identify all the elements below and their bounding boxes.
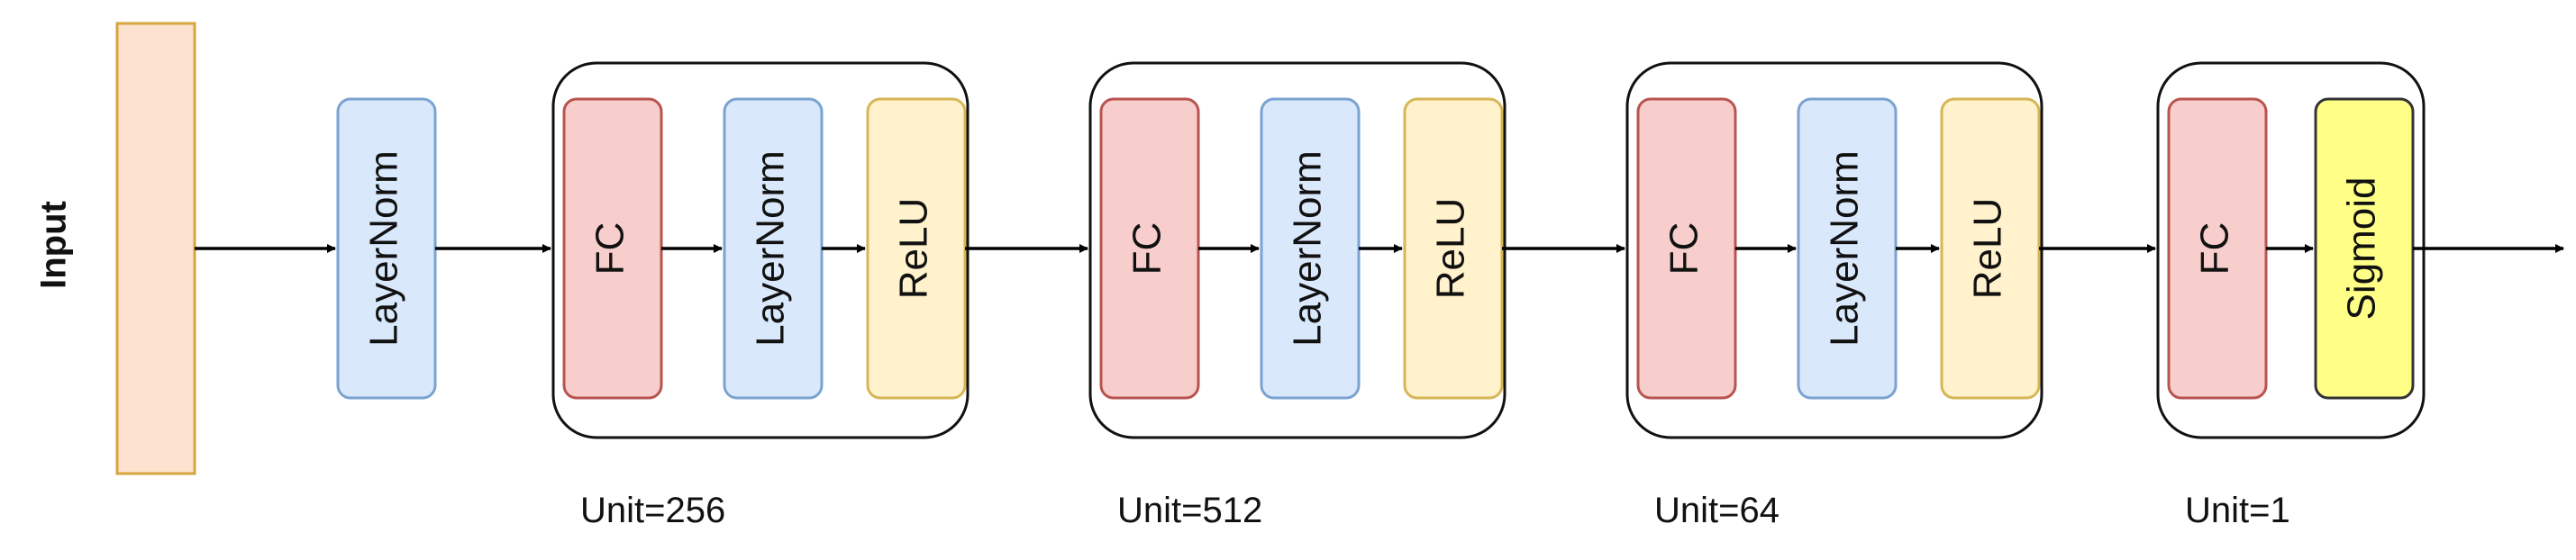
group-3-fc-block: FC: [1636, 97, 1737, 400]
layer-groups: FC LayerNorm ReLU Unit=256 FC LayerNorm ReLU Un…: [551, 61, 2426, 530]
input-block: [115, 22, 196, 475]
group-4-fc-label: FC: [2193, 222, 2237, 275]
group-3-fc-label: FC: [1662, 222, 1707, 275]
group-3-relu-label: ReLU: [1966, 198, 2010, 300]
group-4-sigmoid-block: Sigmoid: [2314, 97, 2415, 400]
group-2-relu-label: ReLU: [1429, 198, 1473, 300]
layer-group-1: FC LayerNorm ReLU Unit=256: [551, 61, 969, 530]
group-2-fc-label: FC: [1125, 222, 1170, 275]
group-4-sigmoid-label: Sigmoid: [2340, 177, 2384, 321]
layer-group-2: FC LayerNorm ReLU Unit=512: [1088, 61, 1506, 530]
group-3-layernorm-label: LayerNorm: [1823, 150, 1867, 347]
group-2-fc-block: FC: [1099, 97, 1200, 400]
group-1-fc-label: FC: [588, 222, 633, 275]
pre-layernorm-label: LayerNorm: [362, 150, 406, 347]
group-1-relu-label: ReLU: [892, 198, 936, 300]
group-3-frame: [1625, 61, 2044, 439]
group-2-frame: [1088, 61, 1506, 439]
group-3-layernorm-block: LayerNorm: [1797, 97, 1898, 400]
group-2-layernorm-label: LayerNorm: [1286, 150, 1330, 347]
group-1-layernorm-label: LayerNorm: [749, 150, 793, 347]
group-4-fc-block: FC: [2167, 97, 2268, 400]
group-1-layernorm-block: LayerNorm: [723, 97, 824, 400]
group-3-unit-label: Unit=64: [1654, 491, 1780, 530]
layer-group-3: FC LayerNorm ReLU Unit=64: [1625, 61, 2044, 530]
group-2-relu-block: ReLU: [1403, 97, 1504, 400]
group-1-relu-block: ReLU: [866, 97, 967, 400]
group-1-unit-label: Unit=256: [580, 491, 725, 530]
group-1-frame: [551, 61, 969, 439]
group-1-fc-block: FC: [562, 97, 663, 400]
group-2-layernorm-block: LayerNorm: [1260, 97, 1361, 400]
group-4-frame: [2156, 61, 2426, 439]
group-3-relu-block: ReLU: [1940, 97, 2041, 400]
group-4-unit-label: Unit=1: [2185, 491, 2290, 530]
input-label: Input: [34, 201, 74, 289]
group-2-unit-label: Unit=512: [1117, 491, 1262, 530]
pre-layernorm-block: LayerNorm: [336, 97, 437, 400]
